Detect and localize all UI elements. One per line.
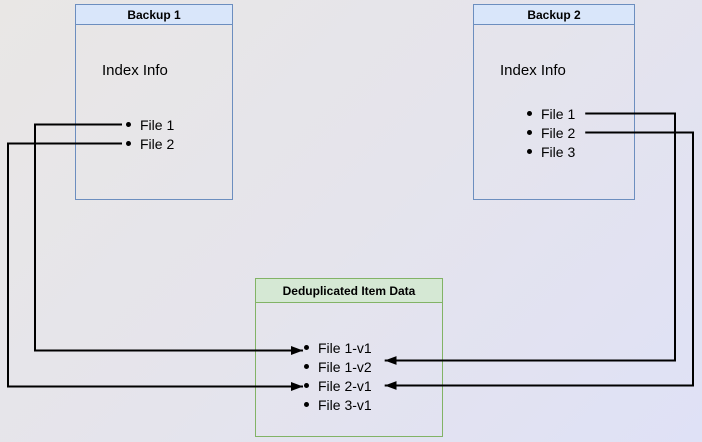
bullet-icon	[304, 383, 309, 388]
file-list-item: File 1-v1	[304, 338, 372, 357]
file-label: File 1-v1	[318, 339, 372, 356]
bullet-icon	[527, 149, 532, 154]
file-label: File 1	[140, 116, 175, 133]
backup2-subtitle: Index Info	[500, 62, 566, 79]
bullet-icon	[126, 122, 131, 127]
backup1-subtitle: Index Info	[102, 62, 168, 79]
backup2-title: Backup 2	[474, 5, 634, 25]
file-list-item: File 2-v1	[304, 376, 372, 395]
backup1-file-list: File 1 File 2	[126, 115, 174, 153]
file-label: File 2	[140, 135, 175, 152]
file-list-item: File 1	[126, 115, 174, 134]
file-list-item: File 1	[527, 104, 575, 123]
backup1-box: Backup 1 Index Info File 1 File 2	[75, 4, 233, 200]
bullet-icon	[527, 130, 532, 135]
file-label: File 3	[541, 143, 576, 160]
bullet-icon	[126, 141, 131, 146]
bullet-icon	[304, 345, 309, 350]
bullet-icon	[304, 402, 309, 407]
bullet-icon	[527, 111, 532, 116]
file-list-item: File 3	[527, 142, 575, 161]
dedup-title: Deduplicated Item Data	[256, 279, 442, 303]
backup2-box: Backup 2 Index Info File 1 File 2 File 3	[473, 4, 635, 200]
file-list-item: File 2	[126, 134, 174, 153]
file-list-item: File 1-v2	[304, 357, 372, 376]
file-label: File 2	[541, 124, 576, 141]
backup1-title: Backup 1	[76, 5, 232, 25]
file-label: File 3-v1	[318, 396, 372, 413]
bullet-icon	[304, 364, 309, 369]
file-label: File 1-v2	[318, 358, 372, 375]
file-label: File 2-v1	[318, 377, 372, 394]
file-list-item: File 3-v1	[304, 395, 372, 414]
backup2-file-list: File 1 File 2 File 3	[527, 104, 575, 161]
file-list-item: File 2	[527, 123, 575, 142]
file-label: File 1	[541, 105, 576, 122]
